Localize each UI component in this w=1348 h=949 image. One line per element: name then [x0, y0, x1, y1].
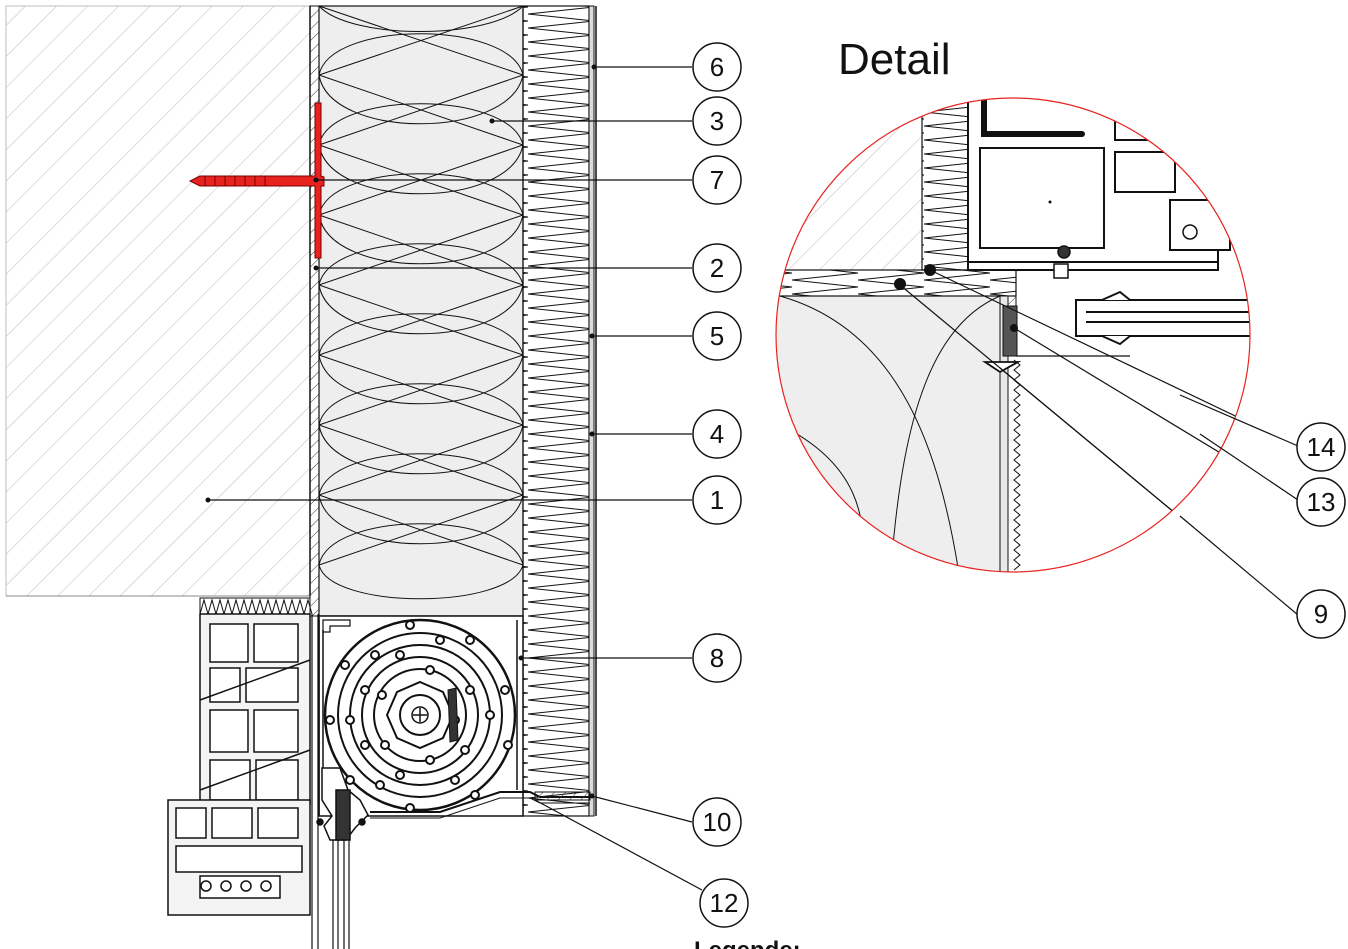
callout-13: 13	[1296, 477, 1346, 527]
adhesive-layer	[309, 5, 320, 617]
svg-text:12: 12	[710, 888, 739, 918]
legend-heading: Legende:	[694, 937, 801, 949]
svg-text:14: 14	[1307, 432, 1336, 462]
svg-text:3: 3	[710, 106, 724, 136]
svg-text:6: 6	[710, 52, 724, 82]
leader-lines	[208, 66, 703, 891]
detail-leaders	[1179, 394, 1299, 616]
detail-view	[775, 97, 1251, 573]
callout-5: 5	[692, 311, 742, 361]
detail-title: Detail	[838, 35, 951, 84]
callout-12: 12	[699, 878, 749, 928]
svg-text:10: 10	[703, 807, 732, 837]
callout-14: 14	[1296, 422, 1346, 472]
main-insulation	[318, 5, 524, 617]
callout-6: 6	[692, 42, 742, 92]
callout-8: 8	[692, 633, 742, 683]
shutter-guide	[316, 767, 369, 841]
svg-text:7: 7	[710, 165, 724, 195]
masonry-wall	[5, 5, 311, 597]
insulation-anchor	[188, 102, 325, 259]
outer-insulation	[522, 5, 590, 817]
callout-4: 4	[692, 409, 742, 459]
svg-text:9: 9	[1314, 599, 1328, 629]
sill-strip	[199, 597, 313, 616]
render-layers	[588, 5, 597, 817]
callout-1: 1	[692, 475, 742, 525]
callout-2: 2	[692, 243, 742, 293]
svg-text:5: 5	[710, 321, 724, 351]
svg-text:2: 2	[710, 253, 724, 283]
callout-10: 10	[692, 797, 742, 847]
svg-text:1: 1	[710, 485, 724, 515]
svg-text:8: 8	[710, 643, 724, 673]
callout-7: 7	[692, 155, 742, 205]
window-frame	[167, 613, 311, 916]
callout-3: 3	[692, 96, 742, 146]
leader-dots	[205, 64, 597, 799]
callout-9: 9	[1296, 589, 1346, 639]
shutter-roll	[323, 618, 517, 813]
svg-text:13: 13	[1307, 487, 1336, 517]
svg-text:4: 4	[710, 419, 724, 449]
